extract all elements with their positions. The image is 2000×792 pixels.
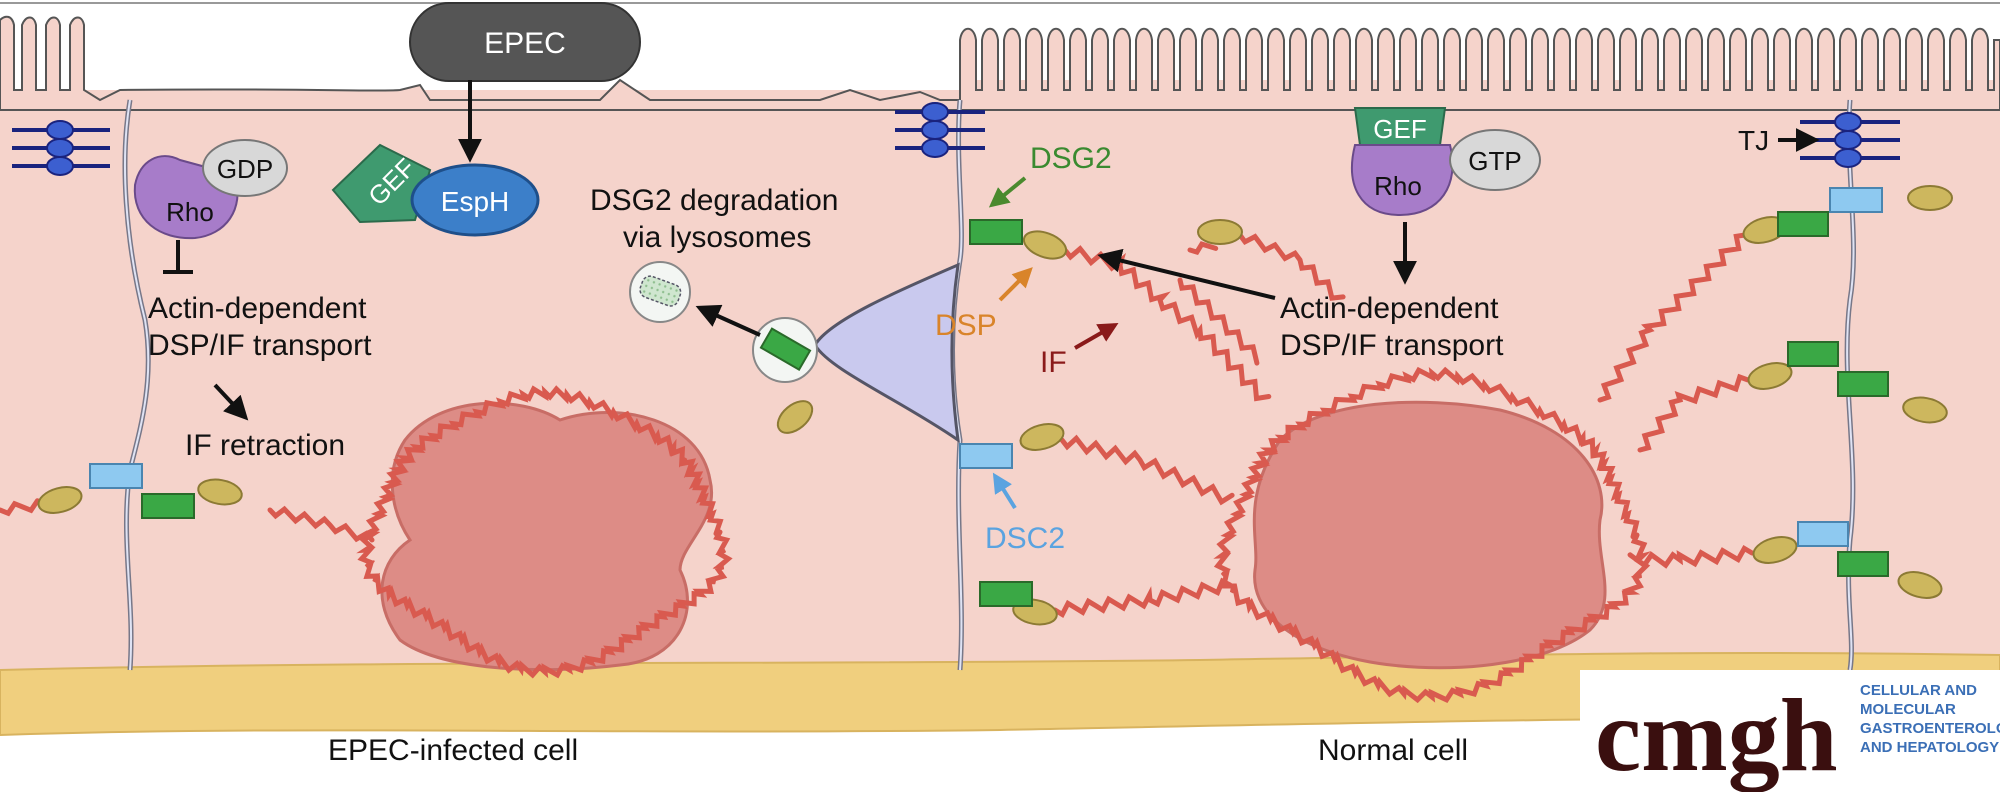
caption-epec-infected: EPEC-infected cell	[328, 734, 578, 767]
actin-right-line2: DSP/IF transport	[1280, 329, 1504, 362]
tj-label: TJ	[1738, 125, 1769, 156]
dsg2-degradation-line2: via lysosomes	[623, 221, 811, 254]
intermediate-filaments	[0, 232, 1755, 704]
dsp-label: DSP	[935, 309, 997, 342]
logo-sub-3: GASTROENTEROLOGY	[1860, 720, 2000, 737]
epec-bacterium: EPEC	[409, 2, 641, 82]
nucleus-left	[380, 401, 714, 672]
cmgh-logo: cmgh	[1595, 678, 1838, 792]
desmoplakin-particles	[37, 185, 1953, 626]
membrane-left-inner	[124, 99, 150, 671]
microvilli-left	[0, 15, 961, 111]
epec-label: EPEC	[484, 27, 566, 60]
svg-text:GDP: GDP	[217, 154, 273, 184]
if-strand-12	[1187, 241, 1219, 256]
rho-gdp-left: Rho GDP	[133, 139, 288, 240]
microvilli-right	[959, 27, 2000, 111]
svg-text:Rho: Rho	[166, 197, 214, 227]
if-label: IF	[1040, 346, 1067, 379]
if-strand-0	[356, 385, 733, 679]
dsc2-label: DSC2	[985, 522, 1065, 555]
if-strand-9	[1637, 373, 1751, 453]
rho-gtp-right: GEF Rho GTP	[1351, 107, 1541, 217]
tight-junction-middle	[895, 102, 985, 158]
membrane-bulge	[813, 262, 960, 444]
microvilli-right-path	[959, 27, 2000, 111]
if-strand-6	[1059, 434, 1235, 506]
gef-left: GEF	[331, 143, 432, 224]
logo-sub-1: CELLULAR AND	[1860, 682, 1977, 699]
if-strand-5	[1237, 232, 1346, 301]
if-strand-8	[1597, 232, 1748, 403]
if-strand-2	[0, 498, 40, 517]
dsg2-proteins	[141, 211, 1889, 607]
if-strand-7	[1052, 577, 1233, 619]
svg-text:EspH: EspH	[441, 186, 509, 217]
nucleus-right	[1252, 400, 1607, 670]
dsg2-degradation-line1: DSG2 degradation	[590, 184, 839, 217]
lysosome-vesicle	[629, 261, 691, 323]
svg-text:GTP: GTP	[1468, 146, 1521, 176]
dsg2-label: DSG2	[1030, 142, 1112, 175]
logo-sub-4: AND HEPATOLOGY	[1860, 739, 1999, 756]
if-strand-1	[1213, 366, 1651, 704]
logo-sub-2: MOLECULAR	[1860, 701, 1956, 718]
actin-left-line1: Actin-dependent	[148, 292, 367, 325]
svg-text:Rho: Rho	[1374, 171, 1422, 201]
caption-normal: Normal cell	[1318, 734, 1468, 767]
esph-effector: EspH	[410, 163, 540, 237]
if-strand-3	[267, 505, 375, 543]
if-strand-11	[1177, 277, 1260, 366]
if-strand-10	[1627, 545, 1755, 569]
svg-text:GEF: GEF	[1373, 114, 1426, 144]
dsc2-proteins	[89, 187, 1883, 547]
actin-left-line2: DSP/IF transport	[148, 329, 372, 362]
if-retraction-label: IF retraction	[185, 429, 345, 462]
tight-junction-left	[12, 120, 110, 176]
dsg2-endocytic-vesicle	[752, 317, 818, 383]
actin-right-line1: Actin-dependent	[1280, 292, 1499, 325]
